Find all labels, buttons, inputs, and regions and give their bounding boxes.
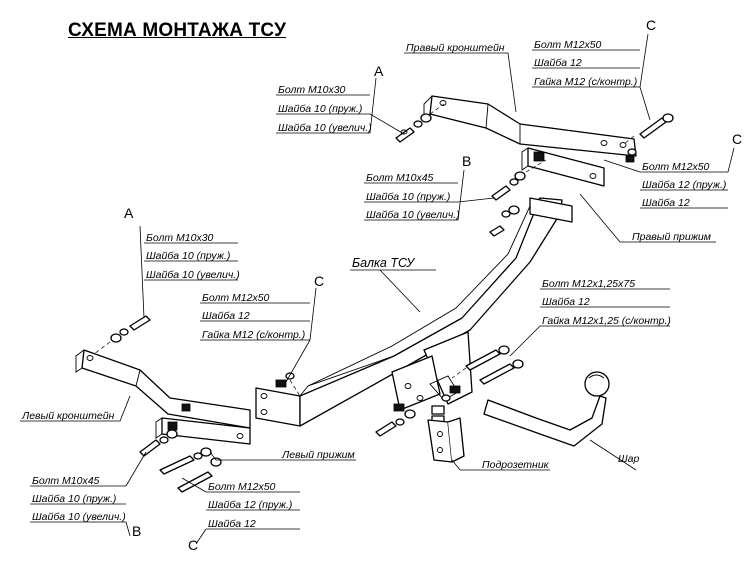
label-left-bracket: Левый кронштейн [21, 410, 115, 422]
c-top-item-3: Гайка М12 (с/контр.) [534, 76, 637, 88]
a-top-item-3: Шайба 10 (увелич.) [278, 122, 372, 134]
ball-mount-drawing [483, 371, 610, 447]
letter-c-mid: C [314, 273, 324, 289]
letter-c-right: C [732, 131, 742, 147]
letter-b-bottom: B [132, 523, 141, 539]
a-left-item-3: Шайба 10 (увелич.) [146, 269, 240, 281]
letter-c-bottom: C [188, 537, 198, 553]
label-right-clamp: Правый прижим [632, 231, 711, 243]
ball-mount-item-2: Шайба 12 [542, 296, 590, 308]
b-mid-item-2: Шайба 10 (пруж.) [366, 191, 450, 203]
letter-a-left: A [124, 205, 134, 221]
c-bottom-item-1: Болт М12х50 [208, 481, 276, 493]
c-top-item-1: Болт М12х50 [534, 39, 602, 51]
fasteners-drawing [93, 103, 674, 493]
right-bracket-drawing [423, 95, 637, 157]
a-top-item-1: Болт М10х30 [278, 84, 346, 96]
c-right-item-2: Шайба 12 (пруж.) [642, 179, 726, 191]
label-socket-holder: Подрозетник [482, 459, 550, 471]
label-ball: Шар [618, 453, 640, 465]
a-top-item-2: Шайба 10 (пруж.) [278, 103, 362, 115]
a-left-item-2: Шайба 10 (пруж.) [146, 250, 230, 262]
c-mid-item-1: Болт М12х50 [202, 292, 270, 304]
c-bottom-item-2: Шайба 12 (пруж.) [208, 499, 292, 511]
c-top-item-2: Шайба 12 [534, 57, 582, 69]
c-mid-item-3: Гайка М12 (с/контр.) [202, 329, 305, 341]
label-right-bracket: Правый кронштейн [406, 42, 505, 54]
letter-a-top: A [374, 63, 384, 79]
right-clamp-drawing [521, 147, 605, 187]
c-bottom-item-3: Шайба 12 [208, 518, 256, 530]
b-bottom-item-2: Шайба 10 (пруж.) [32, 493, 116, 505]
a-left-item-1: Болт М10х30 [146, 232, 214, 244]
b-bottom-item-3: Шайба 10 (увелич.) [32, 511, 126, 523]
c-right-item-3: Шайба 12 [642, 197, 690, 209]
c-mid-item-2: Шайба 12 [202, 310, 250, 322]
label-left-clamp: Левый прижим [281, 449, 355, 461]
diagram-title: СХЕМА МОНТАЖА ТСУ [68, 20, 287, 41]
ball-mount-item-3: Гайка М12х1,25 (с/контр.) [542, 315, 671, 327]
b-mid-item-1: Болт М10х45 [366, 172, 434, 184]
b-mid-item-3: Шайба 10 (увелич.) [366, 209, 460, 221]
b-bottom-item-1: Болт М10х45 [32, 475, 100, 487]
letter-c-top: C [646, 17, 656, 33]
ball-mount-item-1: Болт М12х1,25х75 [542, 278, 635, 290]
label-beam: Балка ТСУ [352, 256, 416, 270]
c-right-item-1: Болт М12х50 [642, 161, 710, 173]
socket-holder-drawing [427, 417, 465, 463]
beam-drawing [255, 197, 573, 427]
leader-lines [20, 33, 735, 545]
letter-b-mid: B [462, 153, 471, 169]
